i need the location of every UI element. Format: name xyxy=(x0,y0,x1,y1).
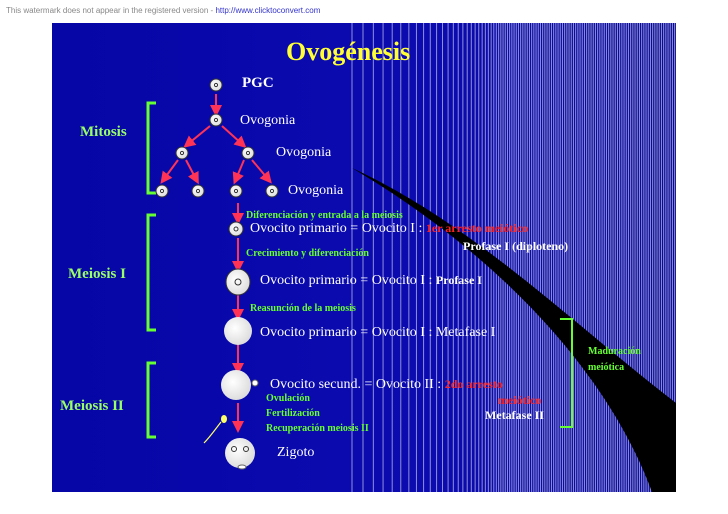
label-arresto-1: 1er arresto meiótico xyxy=(425,221,529,235)
black-wedge xyxy=(352,168,676,492)
slide-title: Ovogénesis xyxy=(286,37,411,66)
process-crecimiento: Crecimiento y diferenciación xyxy=(246,248,369,259)
slide-graphics xyxy=(52,23,676,492)
lineage-arrows xyxy=(160,94,272,433)
ovogonia-cell xyxy=(191,184,205,198)
note-maduracion: Maduración xyxy=(588,346,641,357)
mitosis-bracket xyxy=(146,101,156,195)
meiosis2-bracket xyxy=(146,361,156,439)
label-arresto-2b: meiótico xyxy=(498,393,542,407)
process-fertilizacion: Fertilización xyxy=(266,408,320,419)
maduracion-bracket xyxy=(560,318,573,428)
sperm-icon xyxy=(221,415,227,423)
label-ovocito-1: Ovocito primario = Ovocito I : 1er arres… xyxy=(250,221,529,236)
phase-mitosis: Mitosis xyxy=(80,124,127,140)
phase-meiosis-i: Meiosis I xyxy=(68,266,126,282)
label-zigoto: Zigoto xyxy=(277,445,315,460)
process-ovulacion: Ovulación xyxy=(266,393,310,404)
pgc-cell xyxy=(209,78,223,92)
ovogonia-cell xyxy=(209,113,223,127)
label-profase-diploteno: Profase I (diploteno) xyxy=(463,239,569,253)
label-ovocito-3: Ovocito primario = Ovocito I : Metafase … xyxy=(260,325,496,340)
label-ovocito-secundario: Ovocito secund. = Ovocito II : 2do arres… xyxy=(270,377,503,392)
ovogonia-cell xyxy=(175,146,189,160)
label-ovocito-2: Ovocito primario = Ovocito I : Profase I xyxy=(260,273,482,288)
ovogonia-cell xyxy=(265,184,279,198)
watermark-text: This watermark does not appear in the re… xyxy=(6,6,321,15)
zigoto-cell xyxy=(225,438,255,468)
note-meiotica: meiótica xyxy=(588,362,625,373)
process-diferenciacion: Diferenciación y entrada a la meiosis xyxy=(246,210,403,221)
label-ovogonia-3: Ovogonia xyxy=(288,183,344,198)
process-reasuncion: Reasunción de la meiosis xyxy=(250,303,356,314)
label-profase-i: Profase I xyxy=(435,273,482,287)
ovocito-secundario-cell xyxy=(221,370,251,400)
ovogonia-cell xyxy=(155,184,169,198)
ovogonia-cell xyxy=(229,184,243,198)
label-arresto-2a: 2do arresto xyxy=(444,377,503,391)
ovocito-profase-cell xyxy=(225,268,251,296)
ovogonia-cell xyxy=(241,146,255,160)
stripe-pattern xyxy=(351,23,676,492)
label-ovogonia-1: Ovogonia xyxy=(240,113,296,128)
label-pgc: PGC xyxy=(242,75,274,91)
cells xyxy=(155,78,279,470)
process-recuperacion: Recuperación meiosis II xyxy=(266,423,369,434)
ovogenesis-slide: Ovogénesis Mitosis Meiosis I Meiosis II … xyxy=(52,23,676,492)
watermark-link[interactable]: http://www.clicktoconvert.com xyxy=(215,6,321,15)
label-ovogonia-2: Ovogonia xyxy=(276,145,332,160)
phase-meiosis-ii: Meiosis II xyxy=(60,398,124,414)
ovocito-primario-cell xyxy=(228,221,244,237)
ovocito-metafase-cell xyxy=(224,317,252,345)
meiosis1-bracket xyxy=(146,213,156,332)
polar-body xyxy=(251,379,259,387)
label-metafase-ii: Metafase II xyxy=(485,408,544,422)
